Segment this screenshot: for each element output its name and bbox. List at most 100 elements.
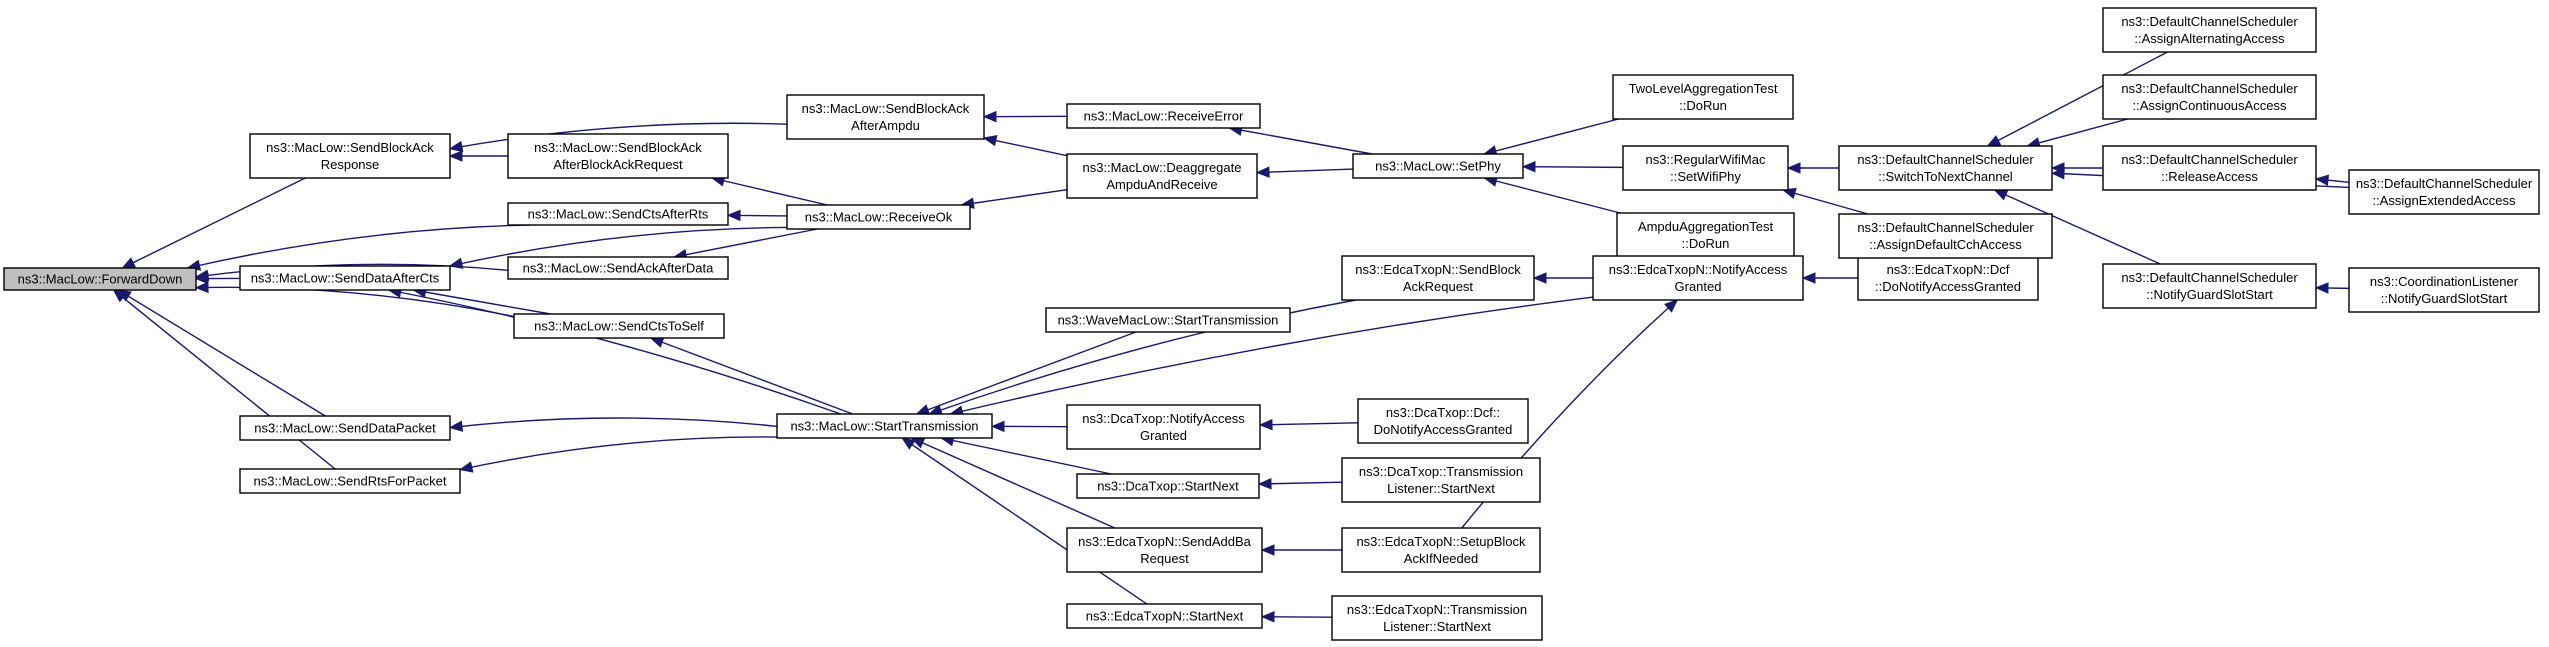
node-box (1838, 213, 2053, 259)
node-regular-wifi-mac-set-phy[interactable]: ns3::RegularWifiMac::SetWifiPhy (1622, 145, 1789, 191)
node-label-line: ::AssignDefaultCchAccess (1869, 237, 2022, 252)
node-label-line: DoNotifyAccessGranted (1374, 422, 1513, 437)
edge-send_data_packet-to-forward_down (116, 289, 326, 417)
node-ampdu-agg-test[interactable]: AmpduAggregationTest::DoRun (1616, 212, 1795, 258)
arrowhead (901, 437, 916, 450)
node-start-transmission[interactable]: ns3::MacLow::StartTransmission (776, 413, 993, 439)
node-box (2102, 145, 2317, 191)
node-label-line: ns3::MacLow::SendBlockAck (534, 140, 702, 155)
arrowhead (1786, 162, 1801, 174)
node-wave-start-transmission[interactable]: ns3::WaveMacLow::StartTransmission (1045, 307, 1291, 333)
node-box (786, 204, 971, 230)
arrowhead (990, 420, 1005, 433)
edge-line (950, 296, 1594, 415)
node-label-line: Response (321, 157, 380, 172)
node-send-data-after-cts[interactable]: ns3::MacLow::SendDataAfterCts (239, 265, 451, 291)
edge-line (113, 289, 336, 470)
node-send-rts-for-packet[interactable]: ns3::MacLow::SendRtsForPacket (239, 468, 461, 494)
node-label-line: ns3::MacLow::Deaggregate (1083, 160, 1242, 175)
edge-regular_wifi_mac_set_phy-to-set_phy (1521, 160, 1624, 173)
node-label-line: ns3::EdcaTxopN::StartNext (1086, 609, 1244, 624)
edge-receive_error-to-send_block_ack_after_ampdu (982, 110, 1068, 123)
node-box (507, 256, 729, 280)
node-box (1066, 527, 1263, 573)
node-receive-error[interactable]: ns3::MacLow::ReceiveError (1066, 103, 1261, 129)
node-label-line: ns3::MacLow::SetPhy (1375, 159, 1501, 174)
edge-line (1522, 165, 1624, 169)
node-dcs-notify-guard-slot-start[interactable]: ns3::DefaultChannelScheduler::NotifyGuar… (2102, 263, 2317, 309)
node-box (1066, 103, 1261, 129)
arrowhead (1781, 187, 1797, 199)
node-dcs-assign-alternating[interactable]: ns3::DefaultChannelScheduler::AssignAlte… (2102, 7, 2317, 53)
edge-send_rts_for_packet-to-forward_down (112, 289, 336, 470)
node-label-line: ns3::MacLow::SendCtsAfterRts (528, 207, 709, 222)
edge-start_transmission-to-send_cts_to_self (649, 337, 853, 415)
arrowhead (194, 281, 209, 294)
node-coord-listener-notify-guard[interactable]: ns3::CoordinationListener::NotifyGuardSl… (2348, 267, 2540, 313)
node-receive-ok[interactable]: ns3::MacLow::ReceiveOk (786, 204, 971, 230)
node-edca-notify-access-granted[interactable]: ns3::EdcaTxopN::NotifyAccessGranted (1592, 255, 1804, 301)
node-label-line: Granted (1140, 428, 1187, 443)
edge-set_phy-to-deaggregate (1255, 166, 1354, 178)
node-send-cts-after-rts[interactable]: ns3::MacLow::SendCtsAfterRts (507, 202, 729, 226)
arrowhead (982, 135, 998, 147)
node-edca-tl-start-next[interactable]: ns3::EdcaTxopN::TransmissionListener::St… (1331, 595, 1543, 641)
edge-start_transmission-to-send_data_packet (448, 417, 778, 432)
node-label-line: ns3::DefaultChannelScheduler (2356, 176, 2533, 191)
edge-coord_listener_notify_guard-to-dcs_notify_guard_slot_start (2314, 282, 2350, 294)
node-dca-start-next[interactable]: ns3::DcaTxop::StartNext (1076, 473, 1260, 499)
node-forward-down[interactable]: ns3::MacLow::ForwardDown (3, 267, 197, 291)
node-send-ack-after-data[interactable]: ns3::MacLow::SendAckAfterData (507, 256, 729, 280)
node-two-level-agg-test[interactable]: TwoLevelAggregationTest::DoRun (1612, 74, 1794, 120)
edge-send_block_ack_response-to-forward_down (121, 177, 306, 269)
node-send-cts-to-self[interactable]: ns3::MacLow::SendCtsToSelf (513, 313, 725, 339)
node-set-phy[interactable]: ns3::MacLow::SetPhy (1352, 153, 1524, 179)
node-send-block-ack-after-bar[interactable]: ns3::MacLow::SendBlockAckAfterBlockAckRe… (507, 133, 729, 179)
node-box (513, 313, 725, 339)
node-label-line: ::DoRun (1679, 98, 1727, 113)
node-box (1622, 145, 1789, 191)
node-edca-start-next[interactable]: ns3::EdcaTxopN::StartNext (1066, 603, 1263, 629)
node-label-line: AckRequest (1403, 279, 1473, 294)
edge-line (2027, 118, 2128, 147)
edge-send_data_after_cts-to-forward_down (194, 272, 241, 285)
node-box (1341, 527, 1541, 573)
node-label-line: ns3::EdcaTxopN::Dcf (1887, 262, 2010, 277)
arrowhead (1260, 544, 1275, 556)
edge-line (122, 177, 306, 269)
node-box (1066, 404, 1261, 450)
node-dcs-switch-to-next-channel[interactable]: ns3::DefaultChannelScheduler::SwitchToNe… (1838, 145, 2053, 191)
arrowhead (448, 420, 464, 432)
arrowhead (1664, 299, 1679, 313)
node-edca-dcf-notify[interactable]: ns3::EdcaTxopN::Dcf::DoNotifyAccessGrant… (1857, 255, 2039, 301)
node-dcs-release-access[interactable]: ns3::DefaultChannelScheduler::ReleaseAcc… (2102, 145, 2317, 191)
node-box (1357, 398, 1529, 444)
edge-ampdu_agg_test-to-set_phy (1483, 175, 1621, 214)
node-dca-notify-access-granted[interactable]: ns3::DcaTxop::NotifyAccessGranted (1066, 404, 1261, 450)
edge-line (1259, 422, 1359, 426)
node-dca-dcf-notify[interactable]: ns3::DcaTxop::Dcf::DoNotifyAccessGranted (1357, 398, 1529, 444)
edge-line (941, 437, 1112, 475)
node-label-line: ::AssignContinuousAccess (2133, 98, 2287, 113)
arrowhead (649, 337, 665, 348)
edge-receive_ok-to-send_cts_after_rts (726, 209, 788, 222)
node-send-data-packet[interactable]: ns3::MacLow::SendDataPacket (239, 415, 451, 441)
node-dca-tl-start-next[interactable]: ns3::DcaTxop::TransmissionListener::Star… (1341, 457, 1541, 503)
node-label-line: ::NotifyGuardSlotStart (2381, 291, 2508, 306)
arrowhead (1993, 189, 2009, 201)
node-box (1066, 603, 1263, 629)
edge-line (711, 177, 828, 206)
node-dcs-assign-default-cch[interactable]: ns3::DefaultChannelScheduler::AssignDefa… (1838, 213, 2053, 259)
node-label-line: ns3::CoordinationListener (2370, 274, 2519, 289)
node-dcs-assign-continuous[interactable]: ns3::DefaultChannelScheduler::AssignCont… (2102, 74, 2317, 120)
node-label-line: ns3::MacLow::ReceiveError (1084, 109, 1244, 124)
arrowhead (1801, 272, 1816, 284)
node-box (3, 267, 197, 291)
node-dcs-assign-extended[interactable]: ns3::DefaultChannelScheduler::AssignExte… (2348, 169, 2540, 215)
